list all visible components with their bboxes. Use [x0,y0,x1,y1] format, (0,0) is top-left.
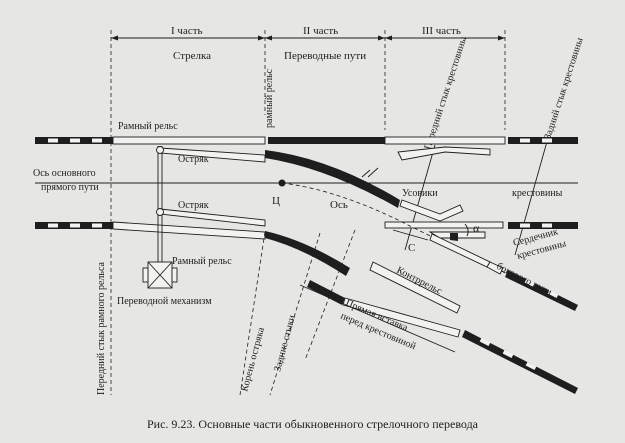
label-rear-joints: Задние стыки [272,313,298,372]
closure-rail-bottom [265,231,350,276]
label-alpha: α [473,221,480,235]
label-blade-top: Остряк [178,154,209,165]
main-straight-rail-right [384,221,504,229]
section-part-2: II часть [303,25,338,37]
bottom-frame-rail [35,222,113,229]
header-switch: Стрелка [173,50,211,62]
rear-joint-leader [514,137,549,256]
lower-diverging-rail [462,330,578,394]
straight-insert-rail [342,297,461,338]
top-frame-rail [35,136,578,145]
switch-mechanism [142,215,178,289]
label-rear-joint-frog: Задний стык крестовины [542,36,585,141]
straight-insert-dim [299,284,456,353]
label-frame-rail-bottom: Рамный рельс [172,256,232,267]
rear-joints-leader [269,232,321,396]
check-rail [369,261,461,314]
section-part-3: III часть [422,25,461,37]
closure-rail-top [265,150,400,208]
label-blade-root: Корень остряка [239,326,267,393]
label-point-c: С [408,242,415,254]
section-part-1: I часть [171,25,203,37]
bottom-frame-rail-diag [112,221,266,240]
center-point-marker [278,179,286,187]
label-front-joint-frog: Передний стык крестовины [422,35,469,151]
label-axis: Ось [330,199,348,211]
front-joint-leader [404,144,436,251]
alpha-arc [464,223,469,237]
section-dimension-lines [110,30,506,395]
label-axis-main-2: прямого пути [41,182,99,193]
turnout-axis [281,182,561,301]
figure-caption: Рис. 9.23. Основные части обыкновенного … [146,417,479,431]
label-front-joint-frame-rail: Передний стык рамного рельса [96,261,107,395]
wing-rails [397,146,491,222]
label-axis-main-1: Ось основного [33,168,96,179]
diverging-rail-end [505,270,578,311]
label-frame-rails-vertical: рамный рельс [264,68,275,128]
label-blade-bottom: Остряк [178,200,209,211]
blade-top [159,147,266,163]
label-side-track: бокового пути [495,261,554,299]
frog-core-diverging [429,233,491,268]
blade-bottom [159,208,266,227]
label-center: Ц [272,195,280,207]
header-transfer-tracks: Переводные пути [284,50,366,62]
label-frame-rail-top: Рамный рельс [118,121,178,132]
label-switch-mechanism: Переводной механизм [117,296,212,307]
c-leader [392,229,429,241]
label-wing-rails: Усовики [402,188,438,199]
label-frog-word: крестовины [512,188,563,199]
